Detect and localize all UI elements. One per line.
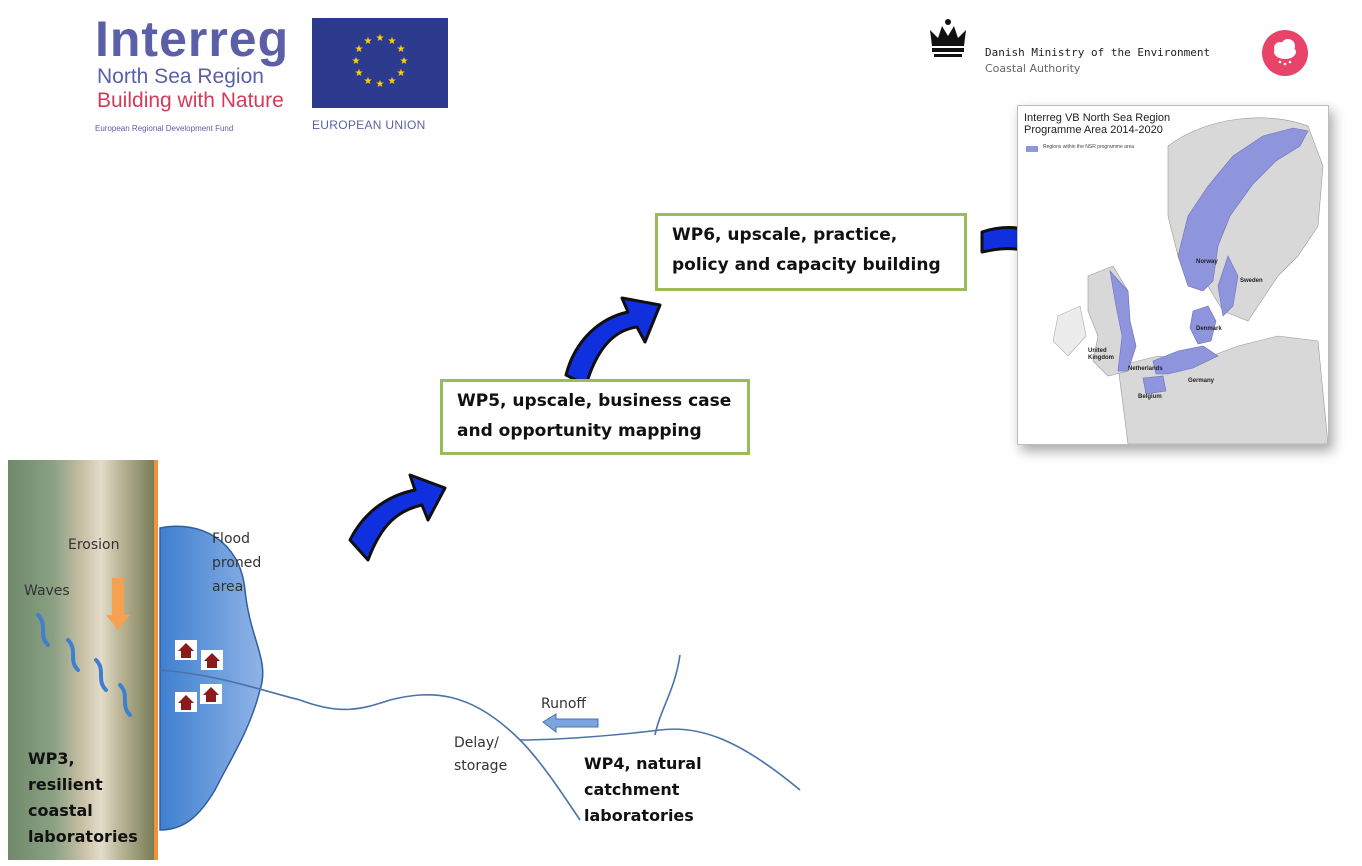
delay-label-line1: Delay/: [454, 735, 499, 751]
map-country-label: Belgium: [1138, 394, 1162, 400]
map-country-label: Sweden: [1240, 278, 1263, 284]
map-legend-text: Regions within the NSR programme area: [1043, 144, 1135, 150]
wave-symbols: [36, 613, 132, 717]
svg-text:★: ★: [400, 56, 409, 67]
house-icon: [201, 650, 223, 674]
cloud-rain-icon: [1262, 30, 1308, 76]
svg-text:★: ★: [388, 36, 397, 47]
map-country-label: Norway: [1196, 259, 1218, 265]
map-legend-swatch: [1026, 146, 1038, 152]
ministry-name: Danish Ministry of the Environment: [985, 46, 1211, 59]
erosion-arrow: [106, 578, 130, 630]
map-title-line: Programme Area 2014-2020: [1024, 124, 1163, 136]
wp3-label-line: laboratories: [28, 827, 138, 846]
wp3-label-line: WP3,: [28, 749, 75, 768]
wp5-box: WP5, upscale, business case and opportun…: [440, 379, 750, 455]
map-country-label: Netherlands: [1128, 366, 1163, 372]
house-icon: [175, 640, 197, 664]
wp3-label: WP3, resilient coastal laboratories: [28, 746, 138, 850]
river-network: [159, 654, 801, 821]
interreg-project-label: Building with Nature: [97, 89, 284, 112]
runoff-arrow: [542, 713, 599, 734]
interreg-logo-title: Interreg: [95, 11, 290, 67]
map-title: Interreg VB North Sea Region Programme A…: [1024, 112, 1170, 136]
house-icon: [200, 684, 222, 708]
map-country-label: United Kingdom: [1088, 348, 1114, 361]
wp4-label-line: catchment: [584, 780, 680, 799]
delay-label-line2: storage: [454, 758, 508, 774]
runoff-label: Runoff: [541, 696, 587, 712]
svg-text:★: ★: [364, 36, 373, 47]
svg-text:★: ★: [388, 76, 397, 87]
svg-text:★: ★: [397, 44, 406, 55]
wp3-label-line: resilient: [28, 775, 103, 794]
svg-text:★: ★: [355, 44, 364, 55]
eu-label: EUROPEAN UNION: [312, 118, 426, 132]
flood-label-line1: Flood: [212, 531, 250, 547]
interreg-region-label: North Sea Region: [97, 65, 264, 88]
svg-text:★: ★: [355, 68, 364, 79]
wp6-box: WP6, upscale, practice, policy and capac…: [655, 213, 967, 291]
erosion-label: Erosion: [68, 537, 120, 553]
waves-label: Waves: [24, 583, 70, 599]
wp4-label: WP4, natural catchment laboratories: [584, 751, 702, 829]
wp5-box-line: and opportunity mapping: [457, 421, 702, 441]
coastal-aerial-photo: [8, 460, 160, 860]
svg-text:★: ★: [376, 33, 385, 44]
eu-flag-icon: ★★★ ★★★ ★★★ ★★★: [312, 18, 448, 108]
nsr-programme-map: Interreg VB North Sea Region Programme A…: [1017, 105, 1329, 445]
wp4-label-line: WP4, natural: [584, 754, 702, 773]
flood-label-line3: area: [212, 579, 244, 595]
wp5-box-line: WP5, upscale, business case: [457, 391, 732, 411]
map-graphic: [1018, 106, 1328, 444]
wp6-box-line: policy and capacity building: [672, 255, 941, 275]
svg-text:★: ★: [352, 56, 361, 67]
interreg-fund-label: European Regional Development Fund: [95, 124, 234, 133]
svg-text:★: ★: [397, 68, 406, 79]
house-icon: [175, 692, 197, 716]
wp4-label-line: laboratories: [584, 806, 694, 825]
map-country-label: Denmark: [1196, 326, 1222, 332]
flood-label-line2: proned: [212, 555, 262, 571]
flood-area: [159, 525, 264, 831]
wp3-label-line: coastal: [28, 801, 93, 820]
svg-text:★: ★: [364, 76, 373, 87]
ministry-subtitle: Coastal Authority: [985, 62, 1081, 75]
sea-wall: [154, 460, 160, 860]
crown-icon: [926, 16, 970, 60]
map-title-line: Interreg VB North Sea Region: [1024, 112, 1171, 124]
svg-text:★: ★: [376, 79, 385, 90]
wp6-box-line: WP6, upscale, practice,: [672, 225, 898, 245]
map-country-label: Germany: [1188, 378, 1215, 384]
